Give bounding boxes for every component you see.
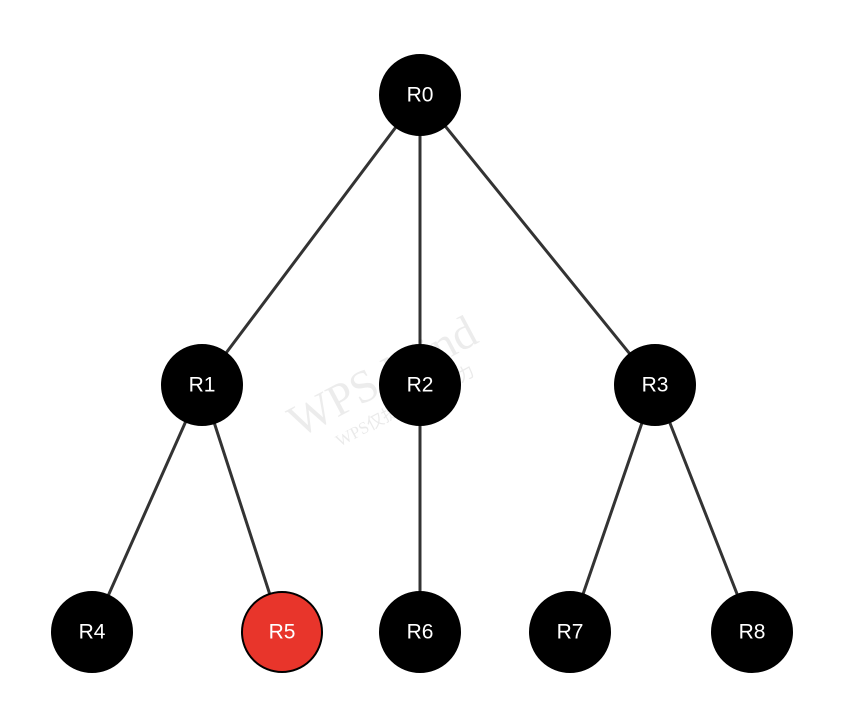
edges-layer xyxy=(90,93,754,634)
node-r7: R7 xyxy=(529,591,611,673)
edge-r1-r4 xyxy=(90,383,204,634)
node-label-r4: R4 xyxy=(79,621,106,644)
node-label-r2: R2 xyxy=(407,374,434,397)
node-circle-r2 xyxy=(379,344,461,426)
node-r2: R2 xyxy=(379,344,461,426)
node-circle-r6 xyxy=(379,591,461,673)
node-label-r0: R0 xyxy=(407,84,434,107)
node-r6: R6 xyxy=(379,591,461,673)
edge-r1-r5 xyxy=(200,383,284,634)
node-label-r5: R5 xyxy=(269,621,296,644)
node-r4: R4 xyxy=(51,591,133,673)
node-r8: R8 xyxy=(711,591,793,673)
node-circle-r0 xyxy=(379,54,461,136)
node-circle-r8 xyxy=(711,591,793,673)
node-label-r1: R1 xyxy=(189,374,216,397)
node-label-r7: R7 xyxy=(557,621,584,644)
node-circle-r1 xyxy=(161,344,243,426)
edge-r0-r3 xyxy=(418,93,657,387)
node-label-r8: R8 xyxy=(739,621,766,644)
node-r0: R0 xyxy=(379,54,461,136)
node-r1: R1 xyxy=(161,344,243,426)
node-circle-r7 xyxy=(529,591,611,673)
node-label-r3: R3 xyxy=(642,374,669,397)
edge-r0-r1 xyxy=(200,93,422,387)
node-circle-r5 xyxy=(241,591,323,673)
node-r3: R3 xyxy=(614,344,696,426)
edge-r3-r8 xyxy=(653,383,754,634)
node-circle-r3 xyxy=(614,344,696,426)
node-circle-r4 xyxy=(51,591,133,673)
edge-r3-r7 xyxy=(568,383,657,634)
node-r5: R5 xyxy=(241,591,323,673)
node-label-r6: R6 xyxy=(407,621,434,644)
